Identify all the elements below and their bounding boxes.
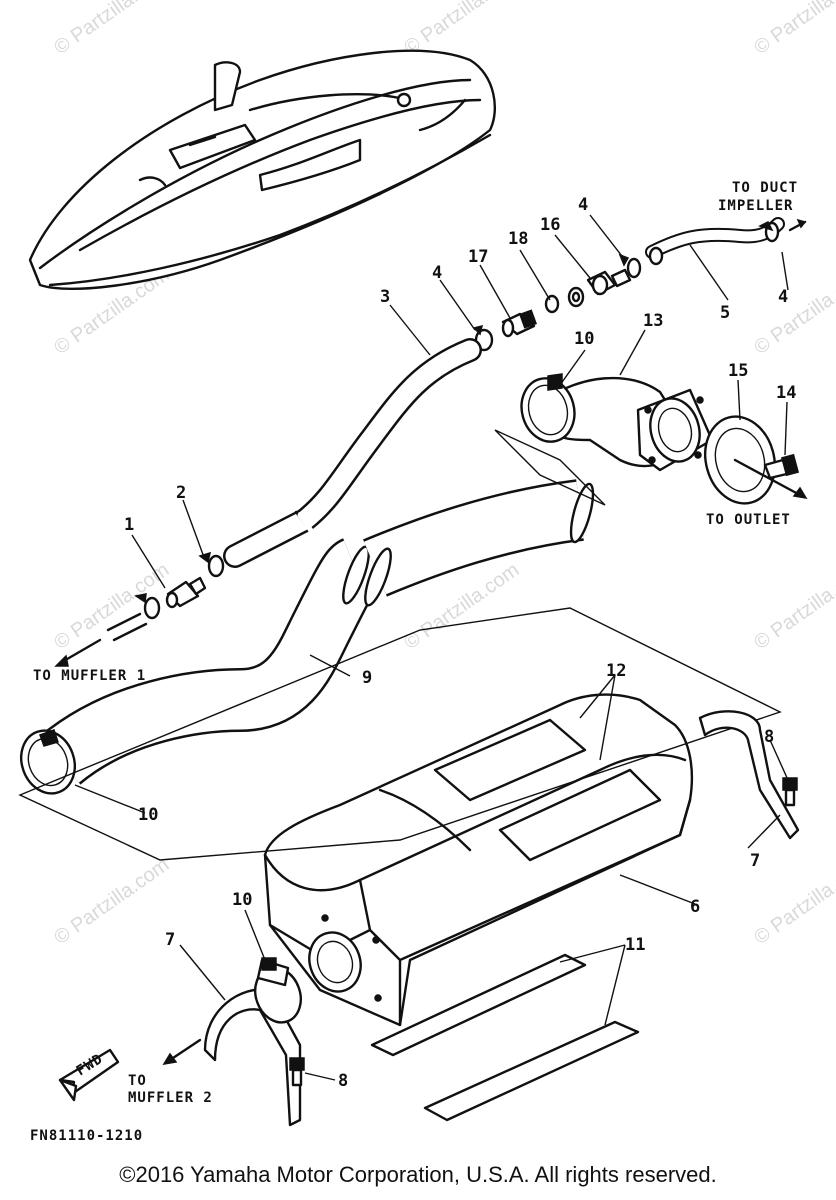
callout-13: 13 [643,311,663,331]
direction-notes: TO DUCT IMPELLER TO OUTLET TO MUFFLER 1 … [30,180,798,1144]
callout-16: 16 [540,215,560,235]
small-tube [106,612,148,642]
callout-14: 14 [776,383,796,403]
callouts: 1 2 3 4 4 4 5 6 7 7 8 8 9 10 10 10 11 12… [124,195,796,1091]
washer-18 [544,286,585,314]
clamp-4a [472,324,494,352]
callout-18: 18 [508,229,528,249]
note-to: TO [128,1073,147,1089]
callout-4: 4 [578,195,588,215]
note-impeller: IMPELLER [718,198,793,214]
copyright-notice: ©2016 Yamaha Motor Corporation, U.S.A. A… [119,1162,717,1187]
callout-15: 15 [728,361,748,381]
leader-lines [74,214,789,1081]
callout-10: 10 [138,805,158,825]
fitting-16 [586,268,632,296]
band-7-left [203,966,302,1127]
diagram-code: FN81110-1210 [30,1128,143,1144]
clamp-2 [198,551,225,578]
gasket-15 [704,415,776,505]
clamp-1 [134,593,161,620]
callout-12: 12 [606,661,626,681]
callout-4: 4 [432,263,442,283]
leader-plane [494,429,606,506]
callout-4: 4 [778,287,788,307]
clamp-4 [758,220,780,243]
note-to-outlet: TO OUTLET [706,512,791,528]
callout-2: 2 [176,483,186,503]
callout-11: 11 [625,935,645,955]
note-muffler-2: MUFFLER 2 [128,1090,213,1106]
bolt-8-left [289,1057,305,1087]
exhaust-system-drawing: © Partzilla.com © Partzilla.com © Partzi… [18,0,836,1144]
watermark: © Partzilla.com [50,0,173,59]
callout-8: 8 [764,727,774,747]
watermark: © Partzilla.com [50,854,173,949]
arrow-to-muffler-2 [168,1038,202,1062]
callout-10: 10 [232,890,252,910]
callout-10: 10 [574,329,594,349]
callout-17: 17 [468,247,488,267]
elbow-13 [543,376,714,472]
note-to-duct: TO DUCT [732,180,798,196]
fwd-arrow-icon: FWD [58,1048,120,1102]
pipe-9 [39,479,595,786]
callout-9: 9 [362,668,372,688]
fitting-1 [165,576,207,609]
callout-1: 1 [124,515,134,535]
arrow-to-muffler-1 [60,638,102,664]
note-to-muffler-1: TO MUFFLER 1 [33,668,146,684]
clamp-10-bottom [256,957,290,987]
hose-5 [645,217,807,291]
watermark: © Partzilla.com [750,0,836,59]
clamp-4b [618,253,642,279]
muffler-6 [263,693,693,1027]
pads-11 [370,953,640,1122]
watermark: © Partzilla.com [750,854,836,949]
watermark: © Partzilla.com [750,559,836,654]
leader-plane-2 [18,607,782,861]
watercraft-hull [28,49,497,290]
callout-5: 5 [720,303,730,323]
arrow-to-outlet [733,458,802,497]
callout-3: 3 [380,287,390,307]
hose-3 [223,338,482,568]
callout-7: 7 [750,851,760,871]
bolt-14 [763,453,800,480]
callout-7: 7 [165,930,175,950]
band-7-right [698,710,800,840]
callout-8: 8 [338,1071,348,1091]
watermark: © Partzilla.com [750,264,836,359]
bolt-8-right [782,777,798,807]
clamp-10-top [520,373,576,443]
callout-6: 6 [690,897,700,917]
fitting-17 [501,309,537,338]
